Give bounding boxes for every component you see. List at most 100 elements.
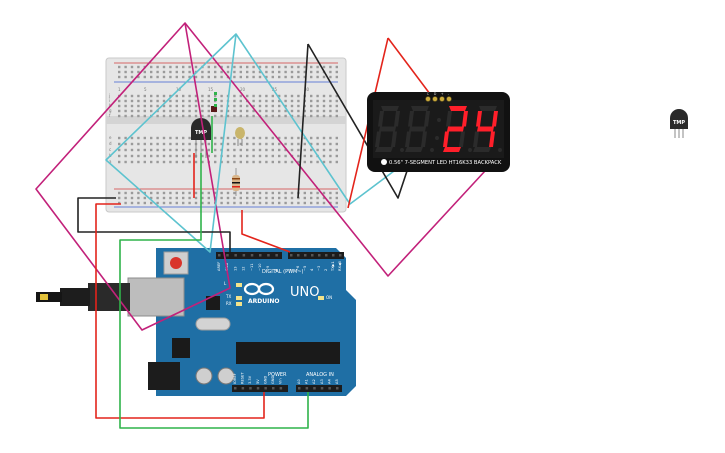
breadboard-hole[interactable]: [130, 104, 134, 108]
breadboard-hole[interactable]: [271, 94, 274, 98]
breadboard-hole[interactable]: [271, 99, 274, 103]
breadboard-hole[interactable]: [124, 142, 127, 146]
breadboard-hole[interactable]: [316, 114, 319, 118]
breadboard-hole[interactable]: [316, 201, 319, 205]
breadboard-hole[interactable]: [188, 65, 191, 69]
breadboard-hole[interactable]: [233, 65, 236, 69]
breadboard-hole[interactable]: [175, 104, 178, 108]
header-socket[interactable]: [320, 387, 324, 390]
breadboard-hole[interactable]: [271, 75, 274, 79]
breadboard-hole[interactable]: [137, 104, 140, 108]
breadboard-hole[interactable]: [239, 99, 242, 103]
breadboard-hole[interactable]: [150, 136, 153, 140]
breadboard-hole[interactable]: [214, 160, 217, 164]
breadboard-hole[interactable]: [162, 201, 166, 205]
breadboard-hole[interactable]: [118, 201, 121, 205]
wire-magenta-to-display[interactable]: [184, 22, 486, 277]
breadboard-hole[interactable]: [271, 196, 274, 200]
breadboard-hole[interactable]: [252, 99, 255, 103]
breadboard-hole[interactable]: [169, 109, 172, 113]
breadboard-hole[interactable]: [220, 114, 223, 118]
breadboard-hole[interactable]: [156, 99, 159, 103]
breadboard-hole[interactable]: [182, 142, 185, 146]
breadboard-hole[interactable]: [220, 70, 223, 74]
breadboard-hole[interactable]: [322, 196, 326, 200]
breadboard-hole[interactable]: [290, 109, 294, 113]
breadboard-hole[interactable]: [118, 154, 121, 158]
breadboard-hole[interactable]: [188, 160, 191, 164]
breadboard-hole[interactable]: [226, 109, 230, 113]
breadboard-hole[interactable]: [194, 99, 198, 103]
breadboard-hole[interactable]: [150, 99, 153, 103]
breadboard-hole[interactable]: [162, 94, 166, 98]
header-socket[interactable]: [328, 387, 331, 390]
breadboard-hole[interactable]: [175, 99, 178, 103]
breadboard-hole[interactable]: [118, 75, 121, 79]
breadboard-hole[interactable]: [130, 201, 134, 205]
breadboard-hole[interactable]: [207, 109, 210, 113]
breadboard-hole[interactable]: [226, 154, 230, 158]
breadboard-hole[interactable]: [322, 99, 326, 103]
breadboard-hole[interactable]: [214, 154, 217, 158]
wire-black-vertical[interactable]: [297, 43, 309, 199]
breadboard-hole[interactable]: [246, 136, 249, 140]
breadboard-hole[interactable]: [335, 154, 338, 158]
header-socket[interactable]: [256, 387, 260, 390]
breadboard-hole[interactable]: [220, 201, 223, 205]
breadboard-hole[interactable]: [322, 104, 326, 108]
breadboard-hole[interactable]: [124, 114, 127, 118]
breadboard-hole[interactable]: [258, 94, 262, 98]
breadboard-hole[interactable]: [207, 148, 210, 152]
breadboard-hole[interactable]: [143, 94, 146, 98]
breadboard-hole[interactable]: [150, 201, 153, 205]
breadboard-hole[interactable]: [258, 191, 262, 195]
breadboard-hole[interactable]: [303, 196, 306, 200]
breadboard-hole[interactable]: [233, 104, 236, 108]
breadboard-hole[interactable]: [130, 109, 134, 113]
breadboard-hole[interactable]: [284, 70, 287, 74]
display-pin[interactable]: [439, 96, 445, 102]
breadboard-hole[interactable]: [169, 70, 172, 74]
breadboard-hole[interactable]: [124, 154, 127, 158]
breadboard-hole[interactable]: [162, 104, 166, 108]
header-socket[interactable]: [218, 254, 221, 257]
breadboard-hole[interactable]: [143, 160, 146, 164]
breadboard-hole[interactable]: [124, 201, 127, 205]
breadboard-hole[interactable]: [303, 148, 306, 152]
breadboard-hole[interactable]: [258, 142, 262, 146]
breadboard-hole[interactable]: [284, 104, 287, 108]
breadboard-hole[interactable]: [322, 136, 326, 140]
breadboard-hole[interactable]: [150, 148, 153, 152]
breadboard-hole[interactable]: [201, 99, 204, 103]
breadboard-hole[interactable]: [226, 160, 230, 164]
wire-cyan-loop[interactable]: [105, 33, 237, 253]
breadboard-hole[interactable]: [143, 154, 146, 158]
breadboard-hole[interactable]: [169, 142, 172, 146]
breadboard-hole[interactable]: [201, 75, 204, 79]
breadboard-hole[interactable]: [150, 160, 153, 164]
breadboard-hole[interactable]: [207, 114, 210, 118]
breadboard-hole[interactable]: [233, 148, 236, 152]
header-socket[interactable]: [264, 387, 267, 390]
breadboard-hole[interactable]: [214, 114, 217, 118]
breadboard-hole[interactable]: [284, 75, 287, 79]
breadboard-hole[interactable]: [156, 148, 159, 152]
breadboard-hole[interactable]: [137, 191, 140, 195]
breadboard-hole[interactable]: [124, 104, 127, 108]
breadboard-hole[interactable]: [175, 70, 178, 74]
breadboard-hole[interactable]: [278, 114, 281, 118]
breadboard-hole[interactable]: [130, 65, 134, 69]
breadboard-hole[interactable]: [175, 160, 178, 164]
breadboard-hole[interactable]: [246, 191, 249, 195]
breadboard-hole[interactable]: [335, 148, 338, 152]
breadboard-hole[interactable]: [246, 104, 249, 108]
breadboard-hole[interactable]: [214, 191, 217, 195]
breadboard-hole[interactable]: [252, 104, 255, 108]
breadboard-hole[interactable]: [271, 154, 274, 158]
breadboard-hole[interactable]: [207, 75, 210, 79]
breadboard-hole[interactable]: [169, 94, 172, 98]
breadboard-hole[interactable]: [118, 160, 121, 164]
breadboard-hole[interactable]: [265, 154, 268, 158]
breadboard-hole[interactable]: [175, 201, 178, 205]
breadboard-hole[interactable]: [335, 70, 338, 74]
